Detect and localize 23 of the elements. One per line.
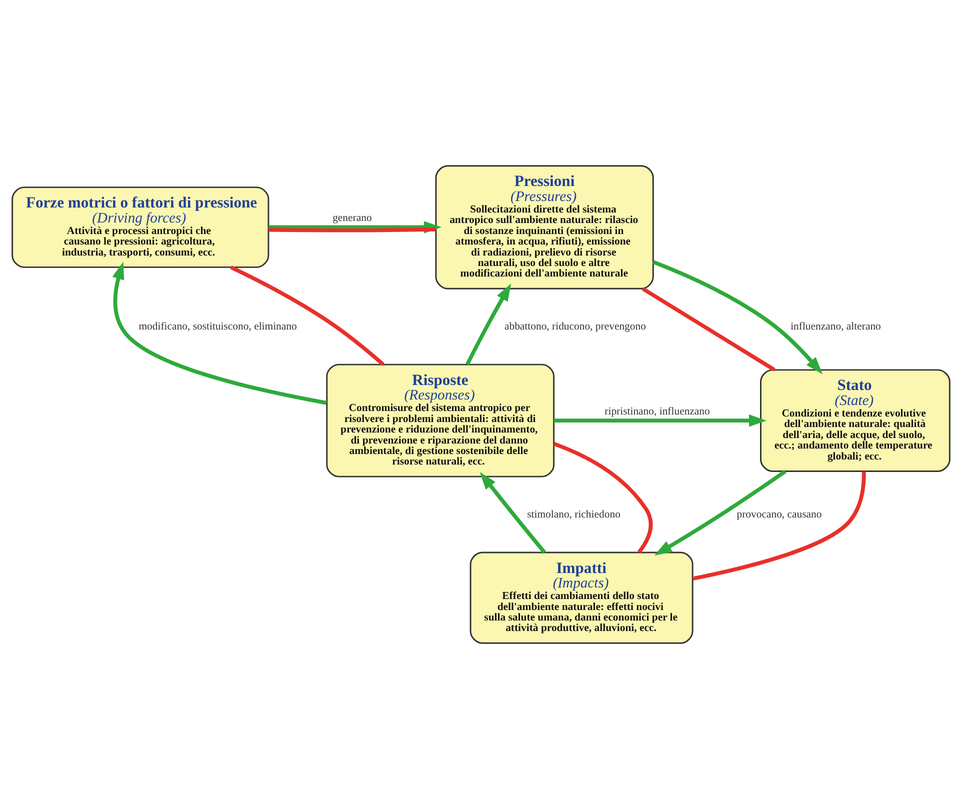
arrow bbox=[654, 470, 786, 556]
arrow bbox=[466, 284, 512, 366]
node-box: Forze motrici o fattori di pressione (Driving forces) Attività e processi antropici che causano le pressioni: agricoltura, industria, trasporti, consumi, ecc. bbox=[12, 186, 270, 268]
edge-label: ripristinano, influenzano bbox=[604, 406, 710, 418]
arrow bbox=[652, 260, 823, 374]
arrow bbox=[554, 414, 767, 427]
arrow bbox=[480, 472, 546, 554]
node-box: Impatti (Impacts) Effetti dei cambiamenti dello stato dell'ambiente naturale: effetti nocivi sulla salute umana, danni economici per le attività produttive, alluvioni, ecc. bbox=[470, 552, 694, 644]
edge-label: modificano, sostituiscono, eliminano bbox=[138, 320, 297, 332]
connector bbox=[268, 228, 436, 232]
arrow bbox=[112, 262, 327, 405]
connector bbox=[642, 287, 776, 372]
node-box: Risposte (Responses) Contromisure del sistema antropico per risolvere i problemi ambientali: attività di prevenzione e riduzione dell'inquinamento, di prevenzione e riparazione del danno ambientale, di gestione sostenibile delle risorse naturali, ecc. bbox=[326, 364, 555, 478]
node-box: Stato (State) Condizioni e tendenze evolutive dell'ambiente naturale: qualità dell'aria, delle acque, del suolo, ecc.; andamento delle temperature globali; ecc. bbox=[760, 369, 950, 472]
edge-label: generano bbox=[332, 212, 372, 224]
edge-label: influenzano, alterano bbox=[790, 320, 881, 332]
connector bbox=[692, 471, 866, 581]
connector bbox=[553, 442, 653, 554]
edge-label: provocano, causano bbox=[736, 508, 822, 520]
edge-label: abbattono, riducono, prevengono bbox=[504, 320, 646, 332]
edge-label: stimolano, richiedono bbox=[527, 508, 620, 520]
connector bbox=[230, 265, 384, 366]
node-box: Pressioni (Pressures) Sollecitazioni dirette del sistema antropico sull'ambiente naturale: rilascio di sostanze inquinanti (emissioni in atmosfera, in acqua, rifiuti), emissione di radiazioni, prelievo di risorse naturali, uso del suolo e altre modificazioni dell'ambiente naturale bbox=[435, 165, 654, 290]
